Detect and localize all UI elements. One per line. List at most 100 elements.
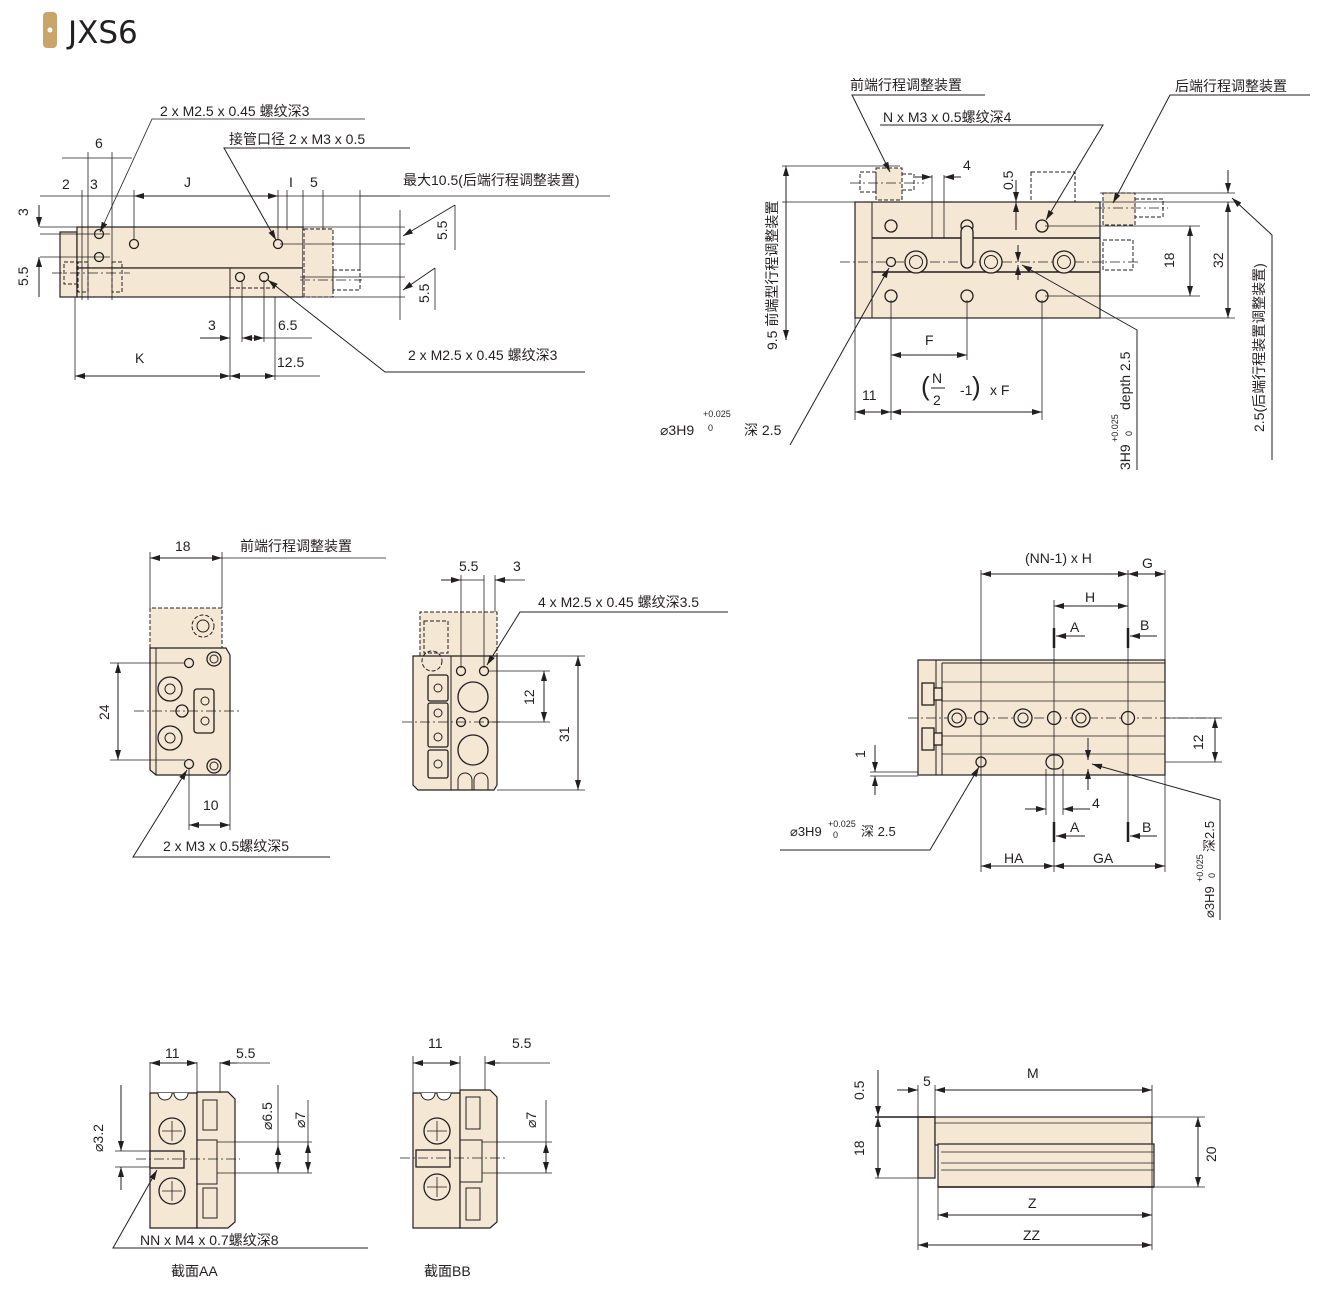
- rear-adjuster-label: 后端行程调整装置: [1175, 78, 1287, 94]
- thread-callout: NN x M4 x 0.7螺纹深8: [140, 1232, 279, 1248]
- svg-text:0: 0: [1124, 431, 1134, 436]
- dim-32: 32: [1210, 252, 1226, 268]
- dim-v3: 3: [15, 208, 31, 216]
- end-view-rear: 5.5 3 4 x M2.5 x 0.45 螺纹深3.5 12 31: [402, 558, 728, 791]
- dim-18: 18: [1161, 252, 1177, 268]
- svg-text:+0.025: +0.025: [703, 409, 731, 419]
- dim-dia-3.2: ⌀3.2: [90, 1124, 106, 1152]
- dim-3: 3: [513, 558, 521, 574]
- slot-callout: ⌀3H9 +0.025 0 深2.5: [1195, 821, 1217, 918]
- dim-12: 12: [1190, 734, 1206, 750]
- svg-text:深 2.5: 深 2.5: [861, 824, 896, 839]
- formula-denominator: 2: [933, 392, 941, 408]
- svg-text:深2.5: 深2.5: [1202, 821, 1217, 852]
- section-aa-label: 截面AA: [171, 1263, 218, 1279]
- dim-5.5: 5.5: [512, 1035, 532, 1051]
- dim-2: 2: [62, 176, 70, 192]
- dim-M: M: [1027, 1065, 1039, 1081]
- section-mark-B-bottom: B: [1142, 819, 1151, 835]
- svg-text:⌀3H9: ⌀3H9: [790, 824, 822, 839]
- formula-minus-one: -1: [960, 382, 973, 398]
- dim-6: 6: [95, 135, 103, 151]
- section-aa: 11 5.5 ⌀3.2 ⌀6.5 ⌀7 NN x M4 x 0.7螺纹深8 截面…: [90, 1045, 368, 1279]
- dim-b3: 3: [208, 317, 216, 333]
- section-mark-B-top: B: [1140, 617, 1149, 633]
- pitch-formula: ( N 2 -1 ) x F: [921, 370, 1009, 408]
- dim-3: 3: [90, 176, 98, 192]
- dim-18: 18: [851, 1140, 867, 1156]
- side-view: 2 x M2.5 x 0.45 螺纹深3 接管口径 2 x M3 x 0.5 最…: [15, 103, 610, 380]
- dim-5.5: 5.5: [459, 558, 479, 574]
- dim-I: I: [289, 174, 293, 190]
- pin-hole-callout: ⌀3H9 +0.025 0 深 2.5: [660, 409, 782, 438]
- dim-4: 4: [1092, 795, 1100, 811]
- svg-text:0: 0: [1207, 873, 1217, 878]
- svg-text:+0.025: +0.025: [1110, 414, 1120, 442]
- slot-callout: 3H9 +0.025 0 depth 2.5: [1110, 351, 1134, 470]
- dim-11: 11: [165, 1045, 180, 1061]
- svg-text:+0.025: +0.025: [828, 819, 856, 829]
- dim-5: 5: [923, 1073, 931, 1089]
- dim-dia-7: ⌀7: [292, 1112, 308, 1128]
- mount-hole-icon: [884, 219, 1076, 303]
- thread-hole-icon: [93, 228, 284, 283]
- section-bb-label: 截面BB: [424, 1263, 471, 1279]
- formula-times-f: x F: [990, 382, 1009, 398]
- title-block: JXS6: [43, 12, 138, 51]
- pin-hole-callout: ⌀3H9 +0.025 0 深 2.5: [790, 819, 896, 840]
- dim-dia-6.5: ⌀6.5: [259, 1102, 275, 1130]
- callout-bottom-thread: 2 x M2.5 x 0.45 螺纹深3: [408, 347, 558, 363]
- svg-text:(: (: [921, 371, 930, 401]
- dim-11: 11: [428, 1035, 443, 1051]
- svg-text:⌀3H9: ⌀3H9: [660, 422, 694, 438]
- dim-G: G: [1142, 555, 1153, 571]
- dim-J: J: [184, 174, 191, 190]
- dim-HA: HA: [1004, 850, 1024, 866]
- formula-numerator: N: [932, 370, 942, 386]
- max-stroke-note: 最大10.5(后端行程调整装置): [403, 172, 580, 188]
- svg-text:3H9: 3H9: [1117, 444, 1133, 470]
- dim-4: 4: [963, 157, 971, 173]
- svg-text:0: 0: [708, 423, 713, 433]
- end-view-front: 18 前端行程调整装置 24 10 2 x M3 x 0.5螺纹深5: [96, 538, 386, 858]
- dim-F: F: [925, 332, 934, 348]
- dim-0.5: 0.5: [851, 1080, 867, 1100]
- svg-text:深 2.5: 深 2.5: [744, 422, 782, 438]
- dim-12.5: 12.5: [277, 354, 304, 370]
- dim-18: 18: [175, 538, 191, 554]
- svg-text:depth 2.5: depth 2.5: [1117, 351, 1133, 410]
- top-view: 前端行程调整装置 N x M3 x 0.5螺纹深4 后端行程调整装置 9.5 前…: [660, 77, 1310, 470]
- dim-20: 20: [1203, 1146, 1219, 1162]
- dim-GA: GA: [1093, 850, 1114, 866]
- dim-dia-7: ⌀7: [523, 1112, 539, 1128]
- port-size-label: 接管口径 2 x M3 x 0.5: [229, 131, 365, 147]
- thread-callout: 2 x M3 x 0.5螺纹深5: [163, 838, 289, 854]
- bottom-view: (NN-1) x H G H A B 1 12 4 A B HA GA ⌀3H9…: [780, 550, 1222, 920]
- dim-v5.5: 5.5: [15, 266, 31, 286]
- front-adjuster-label: 前端行程调整装置: [850, 77, 962, 93]
- dim-5.5: 5.5: [236, 1045, 256, 1061]
- svg-text:0: 0: [833, 830, 838, 840]
- rear-adjuster-note: 2.5(后端行程装置调整装置): [1251, 263, 1267, 432]
- dim-12: 12: [521, 689, 537, 705]
- front-view: 0.5 5 M 18 20 Z ZZ: [851, 1065, 1219, 1250]
- dim-10: 10: [203, 797, 219, 813]
- dim-nn-1-h: (NN-1) x H: [1025, 550, 1092, 566]
- section-mark-A-top: A: [1070, 619, 1080, 635]
- dim-H: H: [1085, 589, 1095, 605]
- dim-r5.5a: 5.5: [434, 220, 450, 240]
- front-type-adjuster-note: 9.5 前端型行程调整装置: [764, 201, 780, 350]
- thread-callout: 4 x M2.5 x 0.45 螺纹深3.5: [538, 594, 699, 610]
- front-adjuster-label: 前端行程调整装置: [240, 538, 352, 554]
- dim-31: 31: [556, 726, 572, 742]
- dim-ZZ: ZZ: [1023, 1227, 1041, 1243]
- svg-text:): ): [972, 371, 981, 401]
- dim-5: 5: [310, 174, 318, 190]
- dim-1: 1: [852, 750, 868, 758]
- page-title: JXS6: [66, 15, 138, 51]
- section-mark-A-bottom: A: [1070, 819, 1080, 835]
- dim-Z: Z: [1028, 1195, 1037, 1211]
- svg-text:⌀3H9: ⌀3H9: [1202, 886, 1217, 918]
- thread-callout: N x M3 x 0.5螺纹深4: [883, 109, 1012, 125]
